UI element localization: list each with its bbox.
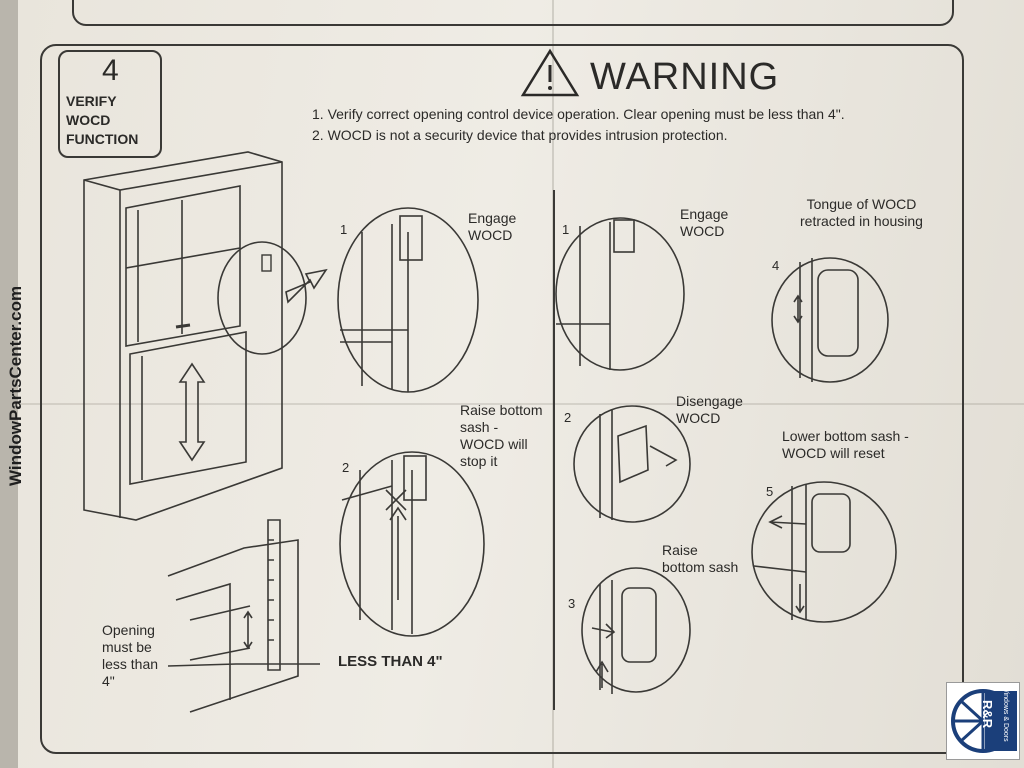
left-step-1-number: 1 (340, 222, 348, 237)
callout-arrow-icon (285, 268, 328, 304)
warning-title: WARNING (590, 56, 780, 98)
logo-initials: R&R (980, 700, 995, 729)
previous-step-box (72, 0, 954, 26)
step-title: VERIFY WOCD FUNCTION (66, 92, 156, 149)
rr-logo-icon (951, 689, 1017, 753)
logo-subtitle: Windows & Doors (1002, 686, 1009, 742)
right-step-1-number: 1 (562, 222, 570, 237)
right-step-5-number: 5 (766, 484, 774, 499)
side-watermark: WindowPartsCenter.com (6, 285, 25, 487)
left-step-1-label: Engage WOCD (468, 210, 517, 243)
right-step-5-circle (751, 481, 897, 623)
opening-label: Opening must be less than 4" (102, 622, 159, 689)
right-step-1-circle (555, 217, 685, 371)
right-step-4-circle (771, 257, 889, 383)
warning-line-2: 2. WOCD is not a security device that pr… (312, 127, 728, 143)
right-step-2-circle (573, 405, 691, 523)
warning-triangle-icon (520, 48, 580, 97)
right-step-3-circle (581, 567, 691, 693)
paper-fold-horizontal (18, 403, 1024, 405)
window-illustration (83, 151, 283, 521)
rr-logo (946, 682, 1020, 760)
step-title-line-3: FUNCTION (66, 131, 139, 147)
step-title-line-1: VERIFY (66, 93, 117, 109)
right-step-4-label: Tongue of WOCD retracted in housing (800, 196, 923, 229)
right-step-4-number: 4 (772, 258, 780, 273)
step-title-line-2: WOCD (66, 112, 111, 128)
column-divider (553, 190, 555, 710)
right-step-5-label: Lower bottom sash - WOCD will reset (782, 428, 909, 461)
left-step-2-number: 2 (342, 460, 350, 475)
left-step-2-label: Raise bottom sash - WOCD will stop it (460, 402, 543, 469)
less-than-measure-label: LESS THAN 4" (338, 653, 443, 670)
opening-measure-illustration (167, 519, 320, 713)
warning-line-1: 1. Verify correct opening control device… (312, 106, 845, 122)
detail-callout-circle (217, 241, 307, 355)
right-step-2-number: 2 (564, 410, 572, 425)
step-tab (58, 50, 162, 158)
left-step-2-circle (339, 451, 485, 637)
right-step-2-label: Disengage WOCD (676, 393, 743, 426)
step-panel (40, 44, 964, 754)
right-step-1-label: Engage WOCD (680, 206, 729, 239)
sash-arrow-icon (178, 362, 206, 462)
right-step-3-number: 3 (568, 596, 576, 611)
right-step-3-label: Raise bottom sash (662, 542, 739, 575)
step-number: 4 (102, 54, 119, 87)
